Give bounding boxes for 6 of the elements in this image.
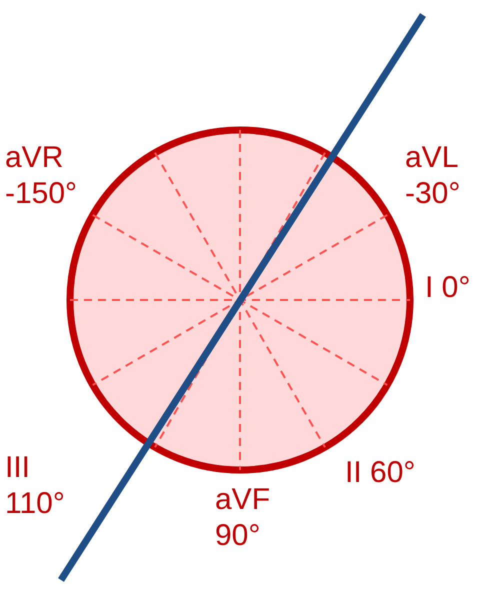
lead-label: III 110° xyxy=(5,450,66,522)
lead-label: aVR -150° xyxy=(5,140,78,212)
lead-label: aVL -30° xyxy=(405,140,462,212)
lead-label: aVF 90° xyxy=(215,482,272,554)
lead-label: I 0° xyxy=(425,270,472,306)
lead-label: II 60° xyxy=(345,455,416,491)
